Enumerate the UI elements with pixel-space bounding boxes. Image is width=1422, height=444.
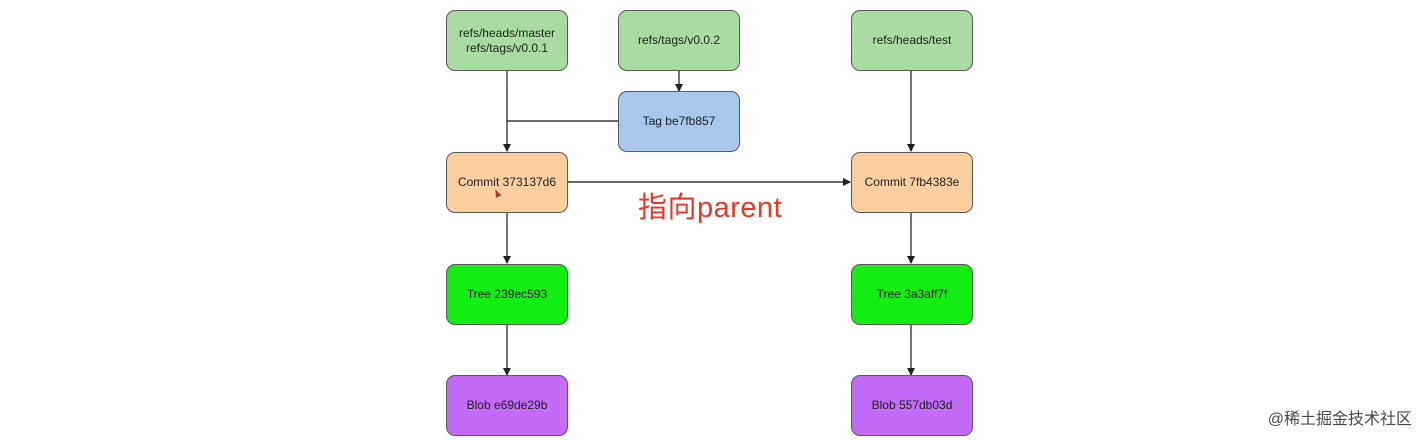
diagram-panel xyxy=(438,0,986,444)
node-blob-b: Blob 557db03d xyxy=(851,375,973,436)
node-commit-a: Commit 373137d6 xyxy=(446,152,568,213)
node-blob-a: Blob e69de29b xyxy=(446,375,568,436)
parent-annotation: 指向parent xyxy=(638,192,783,224)
node-master-refs: refs/heads/master refs/tags/v0.0.1 xyxy=(446,10,568,71)
node-tag-ref: refs/tags/v0.0.2 xyxy=(618,10,740,71)
site-watermark: @稀土掘金技术社区 xyxy=(1267,411,1412,428)
node-tag-object: Tag be7fb857 xyxy=(618,91,740,152)
node-test-ref: refs/heads/test xyxy=(851,10,973,71)
node-tree-b: Tree 3a3aff7f xyxy=(851,264,973,325)
node-commit-b: Commit 7fb4383e xyxy=(851,152,973,213)
node-tree-a: Tree 239ec593 xyxy=(446,264,568,325)
